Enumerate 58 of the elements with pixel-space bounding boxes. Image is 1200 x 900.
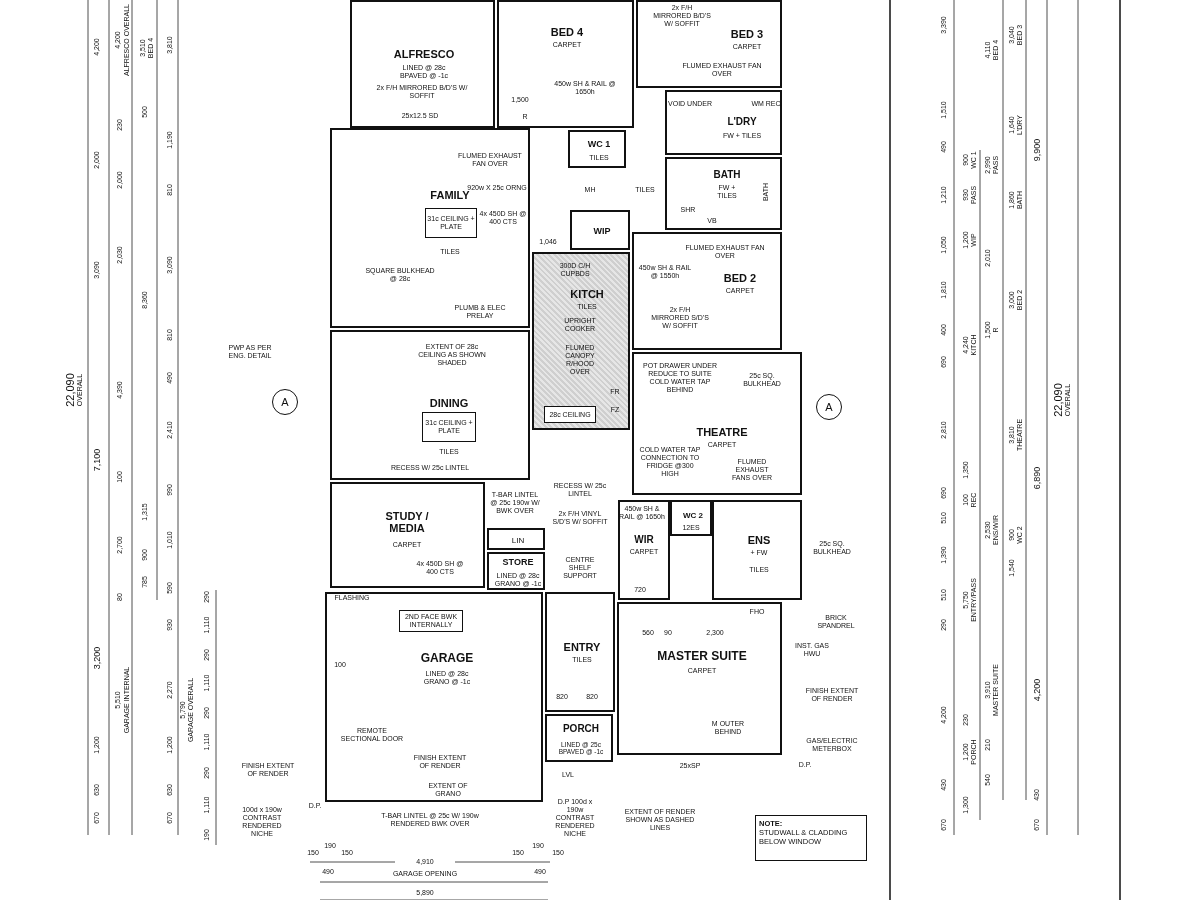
room-name: WIR	[633, 533, 655, 545]
dimension-text: 22,090	[63, 372, 77, 409]
room-outline	[325, 592, 543, 802]
room-name: ALFRESCO	[392, 47, 456, 61]
dimension-text: 7,100	[91, 447, 103, 474]
section-marker	[816, 394, 842, 420]
room-outline	[487, 528, 545, 550]
room-outline	[632, 352, 802, 495]
room-name: ENS	[746, 533, 772, 547]
room-outline	[665, 90, 782, 155]
room-name: MASTER SUITE	[656, 650, 748, 664]
room-name: WC 1	[586, 140, 612, 150]
note-box	[755, 815, 867, 861]
room-outline	[617, 602, 782, 755]
room-outline	[665, 157, 782, 230]
section-letter: A	[825, 401, 833, 413]
room-name: GARAGE	[419, 652, 475, 666]
room-outline	[545, 592, 615, 712]
room-outline	[350, 0, 495, 128]
room-outline	[570, 210, 630, 250]
dimension-text: 9,900	[1031, 137, 1043, 164]
dimension-text: 22,090	[1051, 382, 1065, 419]
room-name: STUDY / MEDIA	[384, 509, 430, 535]
section-marker	[272, 389, 298, 415]
room-outline	[545, 714, 613, 762]
room-name: THEATRE	[695, 425, 749, 439]
room-name: BED 3	[729, 27, 765, 41]
room-outline	[330, 330, 530, 480]
ceiling-note-box	[544, 406, 596, 423]
room-outline	[632, 232, 782, 350]
room-name: WC 2	[682, 511, 704, 521]
dimension-text: 3,200	[91, 645, 103, 672]
room-name: PORCH	[561, 722, 601, 734]
room-outline	[712, 500, 802, 600]
room-outline	[670, 500, 712, 536]
room-outline	[636, 0, 782, 88]
room-name: STORE	[501, 558, 535, 568]
room-outline	[330, 128, 530, 328]
ceiling-note-box	[422, 412, 476, 442]
room-name: DINING	[428, 396, 470, 410]
ceiling-note-box	[425, 208, 477, 238]
room-name: WIP	[592, 227, 612, 237]
room-name: L'DRY	[726, 115, 758, 127]
room-name: BED 4	[549, 25, 585, 39]
room-outline	[487, 552, 545, 590]
shaded-room-outline	[532, 252, 630, 430]
room-outline	[618, 500, 670, 600]
dimension-text: 6,890	[1031, 465, 1043, 492]
dimension-text: 4,200	[1031, 677, 1043, 704]
section-letter: A	[281, 396, 289, 408]
room-name: BED 2	[722, 271, 758, 285]
room-name: BATH	[712, 168, 742, 180]
room-outline	[568, 130, 626, 168]
room-name: LIN	[510, 536, 526, 546]
room-outline	[497, 0, 634, 128]
room-name: KITCH	[569, 287, 605, 301]
room-outline	[330, 482, 485, 588]
room-name: ENTRY	[562, 640, 602, 654]
